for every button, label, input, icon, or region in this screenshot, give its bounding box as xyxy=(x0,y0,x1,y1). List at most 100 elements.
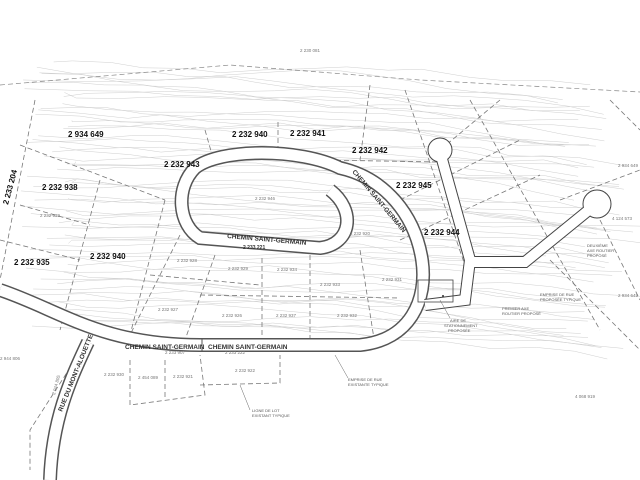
lot-number: 2 232 939 xyxy=(40,213,61,218)
lot-number: 2 944 805 xyxy=(51,374,61,395)
lot-label: 2 232 941 xyxy=(290,129,326,138)
existing-road-chemin-saint-germain xyxy=(0,146,430,352)
note-text: AXE ROUTIER xyxy=(587,248,614,253)
road-label: CHEMIN SAINT-GERMAIN xyxy=(208,344,288,351)
contour-line xyxy=(38,135,626,167)
lot-number: 2 233 221 xyxy=(243,245,265,251)
lot-number: 2 230 081 xyxy=(300,48,321,53)
contour-line xyxy=(64,92,590,108)
contour-line xyxy=(57,167,575,201)
contour-line xyxy=(36,66,563,100)
property-boundary xyxy=(0,64,640,93)
note-text: DEUXIÈME xyxy=(587,243,608,248)
lot-number: 4 124 573 xyxy=(612,216,633,221)
lot-number: 2 232 927 xyxy=(158,307,179,312)
lot-number: 2 232 922 xyxy=(235,368,256,373)
contour-line xyxy=(24,82,605,142)
lot-number: 2 232 926 xyxy=(222,313,243,318)
lot-number: 2 233 907 xyxy=(165,350,186,355)
lot-number: 2 944 806 xyxy=(0,356,21,361)
annotations: LIGNE DE LOT EXISTANT TYPIQUE EMPRISE DE… xyxy=(239,243,614,418)
lot-label: 2 232 944 xyxy=(424,228,460,237)
lot-number: 2 232 946 xyxy=(255,196,276,201)
lot-number: 2 232 937 xyxy=(276,313,297,318)
contour-line xyxy=(49,242,594,283)
note-text: EXISTANT TYPIQUE xyxy=(252,413,290,418)
contour-line xyxy=(71,120,564,146)
lot-label: 2 233 204 xyxy=(1,168,19,205)
lot-number: 2 232 932 xyxy=(337,313,358,318)
lot-number: 2 232 929 xyxy=(228,266,249,271)
contour-line xyxy=(30,213,640,243)
contour-line xyxy=(22,226,586,248)
contour-line xyxy=(53,60,591,86)
lot-label: 2 232 943 xyxy=(164,160,200,169)
contour-line xyxy=(71,220,609,264)
contour-line xyxy=(67,194,597,229)
lot-number: 2 934 649 xyxy=(618,293,639,298)
contour-line xyxy=(73,313,608,360)
lot-number: 2 232 930 xyxy=(104,372,125,377)
lot-number: 2 454 089 xyxy=(138,375,159,380)
contour-line xyxy=(65,210,634,233)
contour-line xyxy=(33,286,596,347)
lot-number: 2 232 931 xyxy=(382,277,403,282)
contour-line xyxy=(49,316,564,336)
lot-number: 2 934 649 xyxy=(618,163,639,168)
note-text: ROUTIER PROPOSÉ xyxy=(502,311,541,316)
contour-line xyxy=(65,178,598,235)
contour-line xyxy=(57,278,606,307)
contour-line xyxy=(41,73,580,111)
lot-number: 2 233 222 xyxy=(225,350,246,355)
contour-line xyxy=(24,88,607,119)
contour-line xyxy=(44,309,567,329)
contour-line xyxy=(20,190,611,232)
lot-number: 2 232 920 xyxy=(350,231,371,236)
lot-label: 2 232 940 xyxy=(90,252,126,261)
proposed-parking-area xyxy=(417,279,454,303)
contour-line xyxy=(40,107,579,122)
note-text: PROPOSÉE xyxy=(448,328,471,333)
lot-label: 2 232 945 xyxy=(396,181,432,190)
existing-road-rue-du-mont-alouette xyxy=(43,339,95,480)
note-text: PROPOSÉ xyxy=(587,253,607,258)
lot-number: 2 232 928 xyxy=(177,258,198,263)
contour-line xyxy=(31,297,594,320)
contour-line xyxy=(20,205,562,229)
note-text: EMPRISE DE RUE xyxy=(348,377,383,382)
contour-line xyxy=(28,257,571,299)
contour-line xyxy=(57,301,624,349)
lot-label: 2 934 649 xyxy=(68,130,104,139)
lot-label: 2 232 935 xyxy=(14,258,50,267)
contour-line xyxy=(63,122,566,147)
note-text: PROPOSÉE TYPIQUE xyxy=(540,297,581,302)
contour-line xyxy=(49,255,613,276)
lot-number: 2 232 933 xyxy=(320,282,341,287)
note-text: LIGNE DE LOT xyxy=(252,408,280,413)
proposed-roads xyxy=(417,137,612,311)
contour-line xyxy=(23,293,588,322)
road-label: RUE DU MONT-ALOUETTE xyxy=(57,333,95,413)
lot-label: 2 232 938 xyxy=(42,183,78,192)
note-text: EMPRISE DE RUE xyxy=(540,292,575,297)
note-text: STATIONNEMENT xyxy=(444,323,478,328)
contour-line xyxy=(63,91,602,130)
contour-line xyxy=(25,267,640,297)
contour-line xyxy=(61,319,602,348)
contour-line xyxy=(67,125,587,165)
lot-number: 2 232 921 xyxy=(173,374,194,379)
topographic-contours xyxy=(20,60,640,360)
lot-number: 4 068 919 xyxy=(575,394,596,399)
contour-line xyxy=(38,109,596,147)
contour-line xyxy=(39,72,604,115)
contour-line xyxy=(27,175,592,208)
note-text: PREMIER AXE xyxy=(502,306,529,311)
lot-label: 2 232 942 xyxy=(352,146,388,155)
road-label: CHEMIN SAINT-GERMAIN xyxy=(125,344,205,351)
contour-line xyxy=(63,271,606,308)
note-text: AIRE DE xyxy=(450,318,466,323)
note-text: EXISTANTE TYPIQUE xyxy=(348,382,389,387)
contour-line xyxy=(33,179,620,216)
